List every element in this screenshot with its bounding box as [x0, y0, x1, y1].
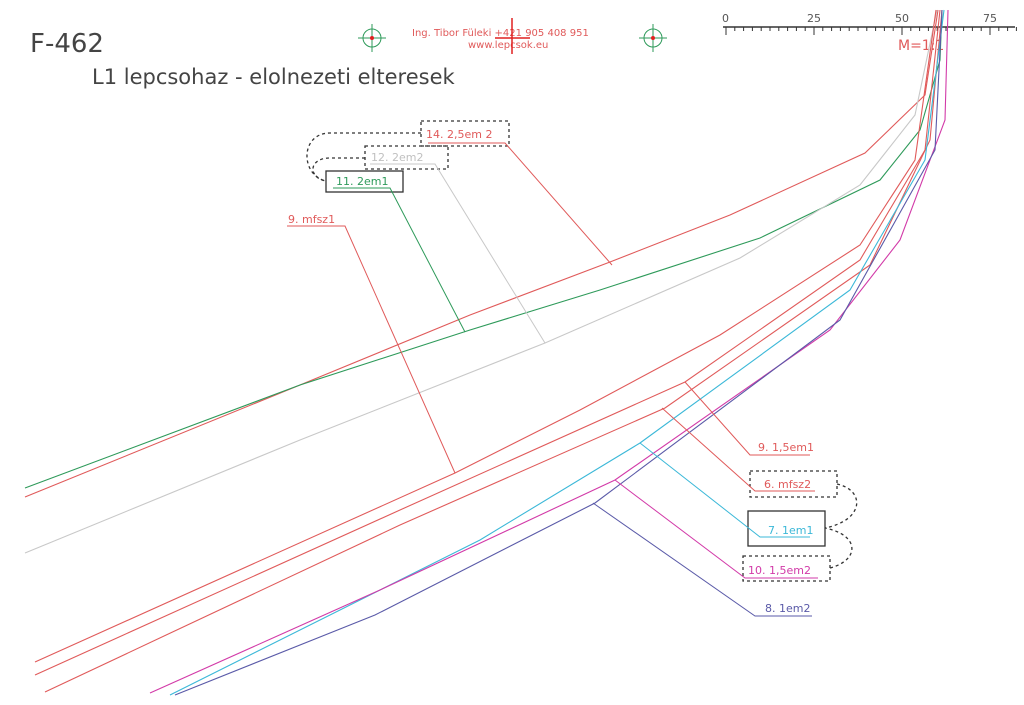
- leader-12: [370, 163, 546, 344]
- scale-tick-label: 25: [807, 12, 821, 25]
- curve-10-1-5em2: [149, 9, 949, 694]
- label-box-11: [325, 170, 404, 193]
- drawing-title: L1 lepcsohaz - elolnezeti elteresek: [92, 65, 455, 89]
- target-icon: [639, 24, 667, 52]
- drawing-code: F-462: [30, 29, 104, 59]
- author-line: Ing. Tibor Füleki +421 905 408 951: [412, 28, 589, 39]
- scale-tick-label: 50: [895, 12, 909, 25]
- label-11: 11. 2em1: [336, 175, 388, 188]
- curve-9-1-5em1: [34, 9, 941, 676]
- label-7: 7. 1em1: [768, 524, 813, 537]
- label-box-6: [749, 470, 838, 498]
- curve-7-1em1: [169, 9, 945, 696]
- link-connector: [824, 483, 858, 529]
- label-box-14: [420, 120, 510, 147]
- target-icon: [358, 24, 386, 52]
- label-9-1-5em1: 9. 1,5em1: [758, 441, 814, 454]
- center-mark: [495, 18, 530, 54]
- label-8: 8. 1em2: [765, 602, 810, 615]
- label-14: 14. 2,5em 2: [426, 128, 492, 141]
- curve-14-2-5em2: [24, 9, 939, 498]
- label-9-mfsz1: 9. mfsz1: [288, 213, 335, 226]
- leader-10: [614, 479, 818, 579]
- leader-9-1-5em1: [684, 381, 810, 456]
- scale-label: M=1:1: [898, 38, 944, 54]
- curve-6-mfsz2: [44, 9, 943, 693]
- scale-tick-label: 0: [722, 12, 729, 25]
- label-12: 12. 2em2: [371, 151, 423, 164]
- curve-11-2em1: [24, 9, 943, 489]
- label-6: 6. mfsz2: [764, 478, 811, 491]
- scale-tick-label: 75: [983, 12, 997, 25]
- leader-11: [333, 187, 466, 333]
- label-10: 10. 1,5em2: [748, 564, 811, 577]
- scale-bar: 0 25 50 75: [722, 12, 1017, 35]
- link-connector: [824, 527, 853, 569]
- label-box-10: [742, 555, 831, 582]
- leader-14: [428, 142, 613, 266]
- leader-7: [639, 442, 810, 538]
- curve-8-1em2: [174, 9, 943, 696]
- leader-9-mfsz1: [287, 225, 456, 474]
- leader-8: [592, 502, 812, 617]
- leader-6: [661, 407, 815, 492]
- link-connector: [312, 157, 365, 182]
- curve-12-2em2: [24, 9, 938, 554]
- website: www.lepcsok.eu: [468, 40, 548, 51]
